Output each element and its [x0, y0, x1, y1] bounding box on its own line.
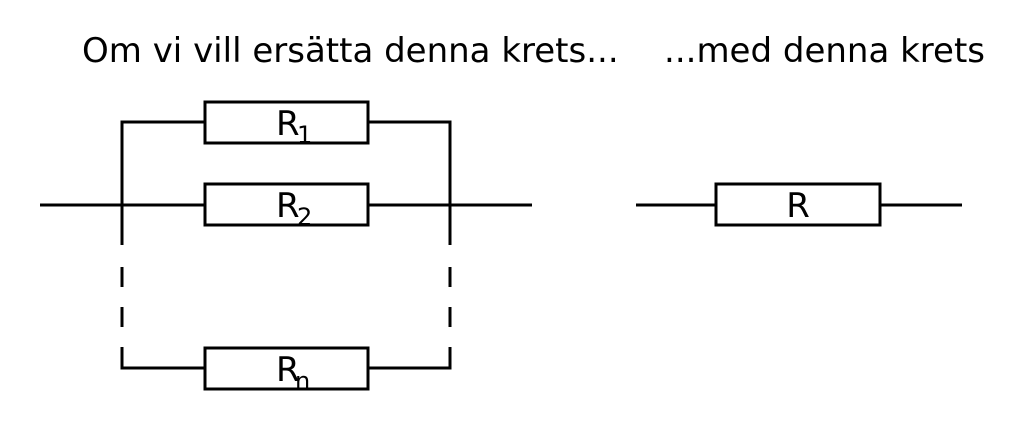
equivalent-circuit: R [636, 182, 962, 227]
resistor-r1: R 1 [203, 100, 370, 149]
resistor-subscript: 1 [297, 121, 312, 149]
resistor-rn: R n [203, 346, 370, 395]
dashed-continuation [120, 267, 452, 327]
equivalent-resistor-symbol: R [786, 186, 810, 226]
heading-left: Om vi vill ersätta denna krets... [82, 31, 619, 71]
equivalent-resistor [714, 182, 882, 227]
resistor-subscript: n [295, 367, 310, 395]
resistor-symbol: R [276, 350, 300, 390]
resistor-symbol: R [276, 104, 300, 144]
resistor-r2: R 2 [203, 182, 370, 231]
parallel-circuit: R 1 R 2 R n [40, 100, 532, 395]
resistor-subscript: 2 [297, 203, 312, 231]
resistor-symbol: R [276, 186, 300, 226]
heading-right: ...med denna krets [664, 31, 985, 71]
